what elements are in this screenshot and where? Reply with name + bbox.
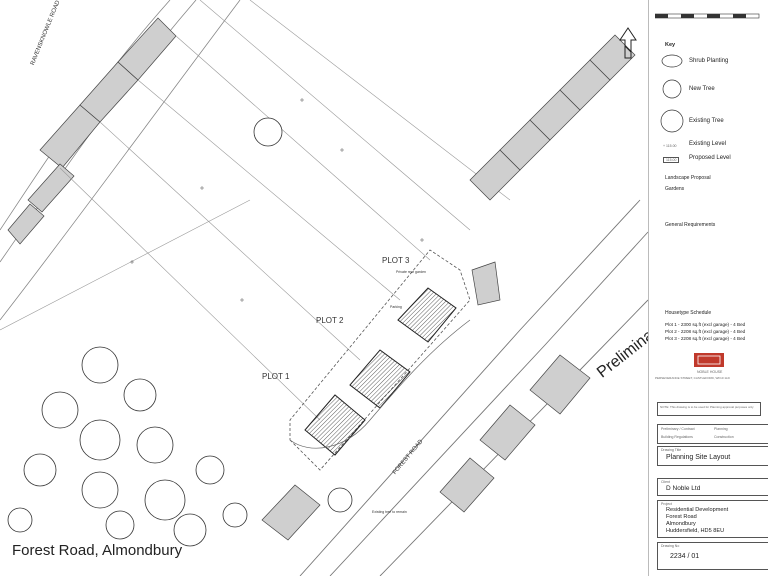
- key-existing-level: Existing Level: [689, 141, 727, 147]
- key-title: Key: [665, 42, 676, 48]
- private-garden-note: Private rear garden: [396, 270, 426, 274]
- housetype-row-3: Plot 3 - 2208 sq.ft (excl garage) - 4 Be…: [665, 336, 746, 341]
- client-label: Client: [661, 480, 670, 484]
- status-box: Preliminary / Contract Planning Building…: [657, 424, 768, 444]
- gardens-title: Gardens: [665, 186, 685, 192]
- driveway: [289, 319, 471, 449]
- project-line-4: Huddersfield, HD5 8EU: [666, 528, 725, 534]
- status-building-regs: Building Regulations: [661, 435, 693, 439]
- forest-road: [299, 199, 649, 576]
- housetype-row-2: Plot 2 - 2208 sq.ft (excl garage) - 4 Be…: [665, 329, 746, 334]
- client-name: D Noble Ltd: [666, 485, 701, 492]
- drawing-no: 2234 / 01: [670, 553, 700, 560]
- existing-trees: [7, 117, 353, 547]
- scale-bar-icon: [655, 13, 760, 19]
- field-boundaries: [0, 0, 511, 421]
- title-block: Key Shrub Planting New Tree Existing Tre…: [648, 0, 768, 576]
- site-boundary: [289, 249, 471, 471]
- existing-tree-icon: [660, 109, 684, 133]
- key-new-tree: New Tree: [689, 86, 715, 92]
- drawing-title-label: Drawing Title: [661, 448, 682, 452]
- status-construction: Construction: [714, 435, 734, 439]
- drawing-no-label: Drawing No: [661, 544, 680, 548]
- client-box: Client D Noble Ltd: [657, 478, 768, 496]
- ravensknowle-houses: [7, 17, 177, 245]
- forest-road-houses: [261, 34, 636, 541]
- landscape-title: Landscape Proposal: [665, 175, 711, 181]
- key-shrub-planting: Shrub Planting: [689, 58, 729, 64]
- shrub-icon: [661, 54, 683, 68]
- note-text: NOTE: This drawing is to be used for Pla…: [660, 405, 754, 409]
- proposed-houses: [304, 287, 457, 456]
- existing-level-sample: + 115.00: [663, 144, 677, 148]
- status-preliminary-contract: Preliminary / Contract: [661, 427, 695, 431]
- project-box: Project Residential Development Forest R…: [657, 500, 768, 538]
- plot-2-label: PLOT 2: [316, 316, 344, 325]
- page-caption: Forest Road, Almondbury: [12, 542, 183, 559]
- proposed-level-sample: 115.00: [663, 157, 680, 163]
- project-line-3: Almondbury: [666, 521, 696, 527]
- key-proposed-level: Proposed Level: [689, 155, 731, 161]
- existing-tree-note: Existing tree to remain: [372, 510, 407, 514]
- general-requirements-title: General Requirements: [665, 222, 716, 228]
- project-label: Project: [661, 502, 672, 506]
- firm-name: NOBLE HOUSE: [697, 370, 723, 374]
- parking-note: Parking: [390, 305, 402, 309]
- plot-1-label: PLOT 1: [262, 372, 290, 381]
- project-line-2: Forest Road: [666, 514, 697, 520]
- plot-3-label: PLOT 3: [382, 256, 410, 265]
- key-existing-tree: Existing Tree: [689, 118, 724, 124]
- note-box: NOTE: This drawing is to be used for Pla…: [657, 402, 761, 416]
- drawing-title: Planning Site Layout: [666, 454, 731, 461]
- housetype-row-1: Plot 1 - 2300 sq.ft (excl garage) - 4 Be…: [665, 322, 746, 327]
- new-tree-icon: [662, 79, 682, 99]
- housetype-title: Housetype Schedule: [665, 310, 712, 316]
- firm-address: PERSEVERANCE STREET, CASTLEFORD, WF10 1L…: [655, 376, 730, 380]
- project-line-1: Residential Development: [666, 507, 729, 513]
- status-planning: Planning: [714, 427, 728, 431]
- north-arrow-icon: [619, 27, 637, 59]
- level-markers: [130, 98, 424, 302]
- firm-logo-icon: [694, 353, 724, 367]
- drawing-title-box: Drawing Title Planning Site Layout: [657, 446, 768, 466]
- drawing-no-box: Drawing No 2234 / 01: [657, 542, 768, 570]
